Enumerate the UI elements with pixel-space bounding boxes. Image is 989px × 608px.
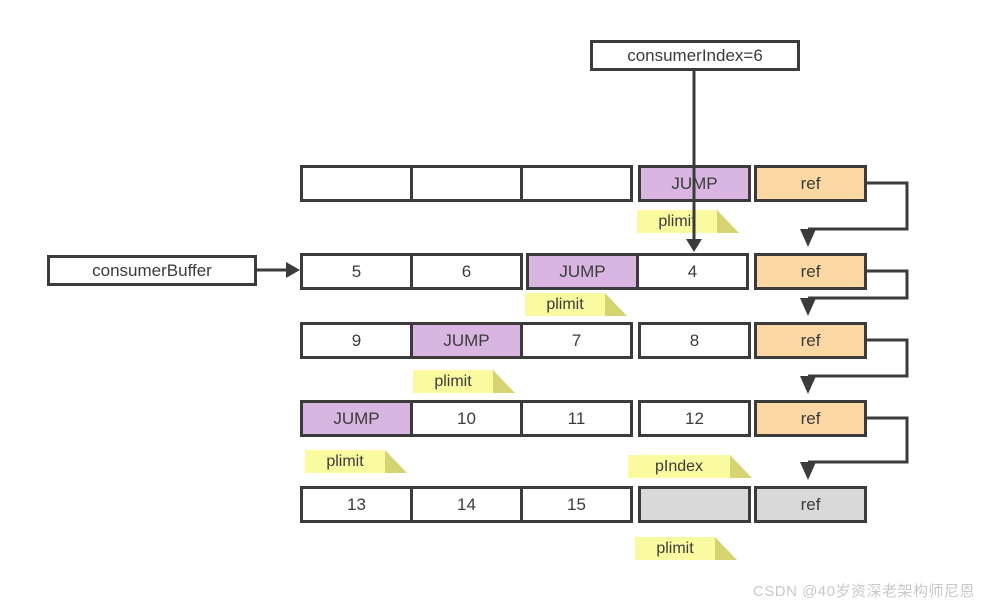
- cell-r1-c4-jump: JUMP: [638, 165, 751, 202]
- cell-r3-c3: 7: [520, 322, 633, 359]
- plimit-marker-row4: plimit: [305, 450, 407, 473]
- cell-r2-c1: 5: [300, 253, 413, 290]
- cell-r3-ref: ref: [754, 322, 867, 359]
- cell-r2-ref: ref: [754, 253, 867, 290]
- marker-triangle-icon: [717, 210, 739, 233]
- marker-triangle-icon: [493, 370, 515, 393]
- cell-r4-c1-jump: JUMP: [300, 400, 413, 437]
- marker-triangle-icon: [715, 537, 737, 560]
- consumer-buffer-box: consumerBuffer: [47, 255, 257, 286]
- cell-r5-c4-inactive: [638, 486, 751, 523]
- watermark-text: CSDN @40岁资深老架构师尼恩: [752, 583, 975, 600]
- cell-r1-c1-empty: [300, 165, 413, 202]
- arrowhead-down-icon: [686, 239, 702, 252]
- plimit-label: plimit: [637, 210, 717, 233]
- plimit-marker-row5: plimit: [635, 537, 737, 560]
- cell-r5-ref-inactive: ref: [754, 486, 867, 523]
- cell-r3-c1: 9: [300, 322, 413, 359]
- marker-triangle-icon: [385, 450, 407, 473]
- plimit-marker-row2: plimit: [525, 293, 627, 316]
- cell-r2-c2: 6: [410, 253, 523, 290]
- consumer-index-box: consumerIndex=6: [590, 40, 800, 71]
- cell-r3-c4: 8: [638, 322, 751, 359]
- cell-r1-c3-empty: [520, 165, 633, 202]
- cell-r1-ref: ref: [754, 165, 867, 202]
- arrowhead-right-icon: [286, 262, 300, 278]
- cell-r4-c2: 10: [410, 400, 523, 437]
- cell-r5-c1: 13: [300, 486, 413, 523]
- cell-r4-c3: 11: [520, 400, 633, 437]
- arrowhead-down-icon: [800, 229, 816, 247]
- plimit-label: plimit: [413, 370, 493, 393]
- plimit-label: plimit: [635, 537, 715, 560]
- cell-r4-c4: 12: [638, 400, 751, 437]
- cell-r3-c2-jump: JUMP: [410, 322, 523, 359]
- plimit-marker-row3: plimit: [413, 370, 515, 393]
- marker-triangle-icon: [605, 293, 627, 316]
- plimit-marker-row1: plimit: [637, 210, 739, 233]
- cell-r5-c3: 15: [520, 486, 633, 523]
- arrowhead-down-icon: [800, 298, 816, 316]
- cell-r1-c2-empty: [410, 165, 523, 202]
- plimit-label: plimit: [305, 450, 385, 473]
- plimit-label: plimit: [525, 293, 605, 316]
- arrowhead-down-icon: [800, 462, 816, 480]
- pindex-label: pIndex: [628, 455, 730, 478]
- cell-r4-ref: ref: [754, 400, 867, 437]
- cell-r2-c4: 4: [636, 253, 749, 290]
- cell-r2-c3-jump: JUMP: [526, 253, 639, 290]
- marker-triangle-icon: [730, 455, 752, 478]
- arrowhead-down-icon: [800, 376, 816, 394]
- pindex-marker-row4: pIndex: [628, 455, 752, 478]
- cell-r5-c2: 14: [410, 486, 523, 523]
